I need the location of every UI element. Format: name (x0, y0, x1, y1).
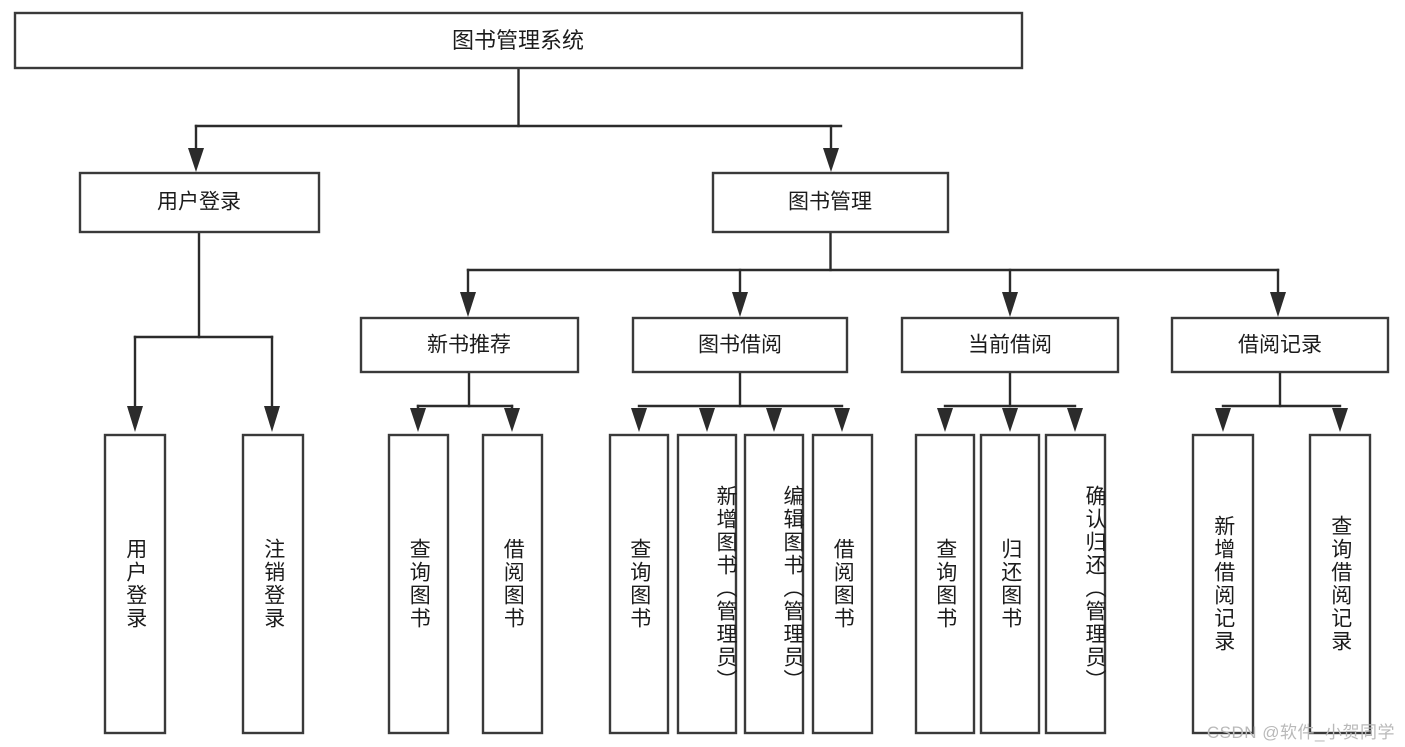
edge-group-book-management (460, 230, 1286, 317)
arrowhead-br-to-leaf-add-record (1215, 408, 1231, 432)
node-current-borrow-label: 当前借阅 (968, 334, 1052, 357)
leaf-box-edit-book[interactable] (743, 433, 805, 735)
node-new-book-recommend[interactable]: 新书推荐 (359, 316, 580, 374)
leaf-box-user-logout[interactable] (241, 433, 305, 735)
node-borrow-record-label: 借阅记录 (1238, 334, 1322, 357)
arrowhead-bm-to-new-book-recommend (460, 292, 476, 317)
arrowhead-cb-to-leaf-return-book (1002, 408, 1018, 432)
arrowhead-bm-to-book-borrow (732, 292, 748, 317)
node-user-login-label: 用户登录 (157, 191, 241, 214)
node-current-borrow[interactable]: 当前借阅 (900, 316, 1120, 374)
node-user-login-box[interactable] (78, 171, 321, 234)
arrowhead-bb-to-leaf-edit-book (766, 408, 782, 432)
arrowhead-ul-to-leaf-user-logout (264, 406, 280, 432)
edge-group-new-book-recommend (410, 370, 520, 432)
node-book-borrow-box[interactable] (631, 316, 849, 374)
leaf-box-user-login[interactable] (103, 433, 167, 735)
leaf-box-return-book[interactable] (979, 433, 1041, 735)
arrowhead-cb-to-leaf-query-book (937, 408, 953, 432)
edge-group-current-borrow (937, 370, 1083, 432)
leaf-box-query-book-borrow[interactable] (608, 433, 670, 735)
node-new-book-recommend-label: 新书推荐 (427, 334, 511, 357)
leaf-box-confirm-return[interactable] (1044, 433, 1107, 735)
node-borrow-record[interactable]: 借阅记录 (1170, 316, 1390, 374)
node-borrow-record-box[interactable] (1170, 316, 1390, 374)
node-book-management-label: 图书管理 (788, 191, 872, 214)
arrowhead-nbr-to-leaf-query-book (410, 408, 426, 432)
node-book-borrow-label: 图书借阅 (698, 334, 782, 357)
node-root-system[interactable]: 图书管理系统 (13, 11, 1024, 70)
node-book-management[interactable]: 图书管理 (711, 171, 950, 234)
leaf-box-query-book-recommend[interactable] (387, 433, 450, 735)
csdn-watermark: CSDN @软件_小贺同学 (1206, 723, 1395, 742)
node-current-borrow-box[interactable] (900, 316, 1120, 374)
arrowhead-bm-to-current-borrow (1002, 292, 1018, 317)
node-new-book-recommend-box[interactable] (359, 316, 580, 374)
arrowhead-cb-to-leaf-confirm-return (1067, 408, 1083, 432)
arrowhead-bm-to-borrow-record (1270, 292, 1286, 317)
leaf-box-add-book[interactable] (676, 433, 738, 735)
arrowhead-root-to-book-management (823, 148, 839, 172)
arrowhead-bb-to-leaf-query-book (631, 408, 647, 432)
arrowhead-bb-to-leaf-borrow-book (834, 408, 850, 432)
node-user-login[interactable]: 用户登录 (78, 171, 321, 234)
arrowhead-br-to-leaf-query-record (1332, 408, 1348, 432)
leaf-box-add-borrow-record[interactable] (1191, 433, 1255, 735)
leaf-box-borrow-book-recommend[interactable] (481, 433, 544, 735)
edge-group-root (188, 66, 843, 172)
leaf-boxes-group (103, 433, 1372, 735)
node-book-management-box[interactable] (711, 171, 950, 234)
arrowhead-ul-to-leaf-user-login (127, 406, 143, 432)
arrowhead-root-to-user-login (188, 148, 204, 172)
node-book-borrow[interactable]: 图书借阅 (631, 316, 849, 374)
arrowhead-nbr-to-leaf-borrow-book (504, 408, 520, 432)
leaf-box-borrow-book[interactable] (811, 433, 874, 735)
leaf-box-query-borrow-record[interactable] (1308, 433, 1372, 735)
edge-group-user-login (127, 230, 280, 432)
arrowhead-bb-to-leaf-add-book (699, 408, 715, 432)
leaf-box-query-book-current[interactable] (914, 433, 976, 735)
node-root-box[interactable] (13, 11, 1024, 70)
node-root-label: 图书管理系统 (452, 28, 584, 53)
edge-group-borrow-record (1215, 370, 1348, 432)
edge-group-book-borrow (631, 370, 850, 432)
